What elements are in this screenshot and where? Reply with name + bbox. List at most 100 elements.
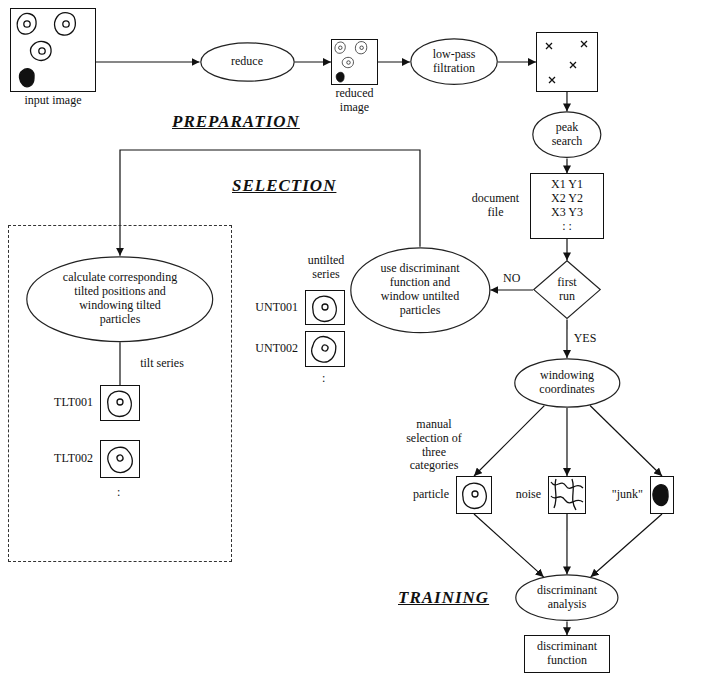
ellipse-shape <box>411 39 498 85</box>
process-ellipse: discriminant analysis <box>515 574 619 621</box>
flow-connector <box>566 320 567 358</box>
flow-connector <box>566 239 567 261</box>
particle-outline <box>55 13 76 35</box>
text-group: peak search <box>546 121 588 149</box>
process-ellipse: calculate corresponding tilted positions… <box>26 256 214 342</box>
section-heading: PREPARATION <box>172 112 300 132</box>
text-group: windowing coordinates <box>533 369 601 397</box>
noise-image <box>551 479 583 510</box>
box-caption: "junk" <box>612 488 643 502</box>
flow-connector <box>490 289 533 290</box>
continuation-mark: : <box>117 486 120 500</box>
process-ellipse: windowing coordinates <box>514 358 621 408</box>
particle-outline <box>313 296 337 321</box>
node-text: X3 Y3 <box>551 206 583 220</box>
image-box: UNT001 <box>305 290 345 325</box>
flow-connector <box>566 92 567 111</box>
flow-connector <box>591 514 662 577</box>
junk-blob <box>653 485 668 506</box>
text-group: use discriminant function and window unt… <box>374 262 466 317</box>
flow-connector <box>566 408 567 476</box>
node-text: windowing coordinates <box>533 369 601 397</box>
text-group: discriminant analysis <box>534 584 600 612</box>
image-box: "junk" <box>650 476 674 514</box>
process-ellipse: peak search <box>532 111 602 158</box>
continuation-mark: : <box>322 372 325 386</box>
note-label: manual selection of three categories <box>398 418 470 473</box>
node-text: discriminant analysis <box>534 584 600 612</box>
text-group: first run <box>552 276 582 304</box>
junk-blob <box>19 69 34 87</box>
flow-connector <box>378 61 410 62</box>
ellipse-shape <box>515 359 620 407</box>
peak-cross <box>570 62 576 68</box>
reduced-blobs <box>335 42 367 83</box>
box-caption: TLT002 <box>54 452 93 466</box>
particle-outline <box>31 42 52 61</box>
ellipse-shape <box>350 248 489 333</box>
node-text: use discriminant function and window unt… <box>374 262 466 317</box>
connectors <box>96 62 662 635</box>
image-box: reduced image <box>331 39 378 85</box>
micrograph-blobs <box>17 13 75 87</box>
edge-label: NO <box>501 272 522 286</box>
image-box: input image <box>10 8 96 92</box>
image-box <box>536 32 598 92</box>
flow-connector <box>474 514 544 577</box>
dashed-group: calculate corresponding tilted positions… <box>8 225 232 562</box>
ellipse-shape <box>200 43 293 81</box>
particle-outline <box>17 14 36 35</box>
box-caption: TLT001 <box>54 396 93 410</box>
particle-core <box>322 304 328 310</box>
flow-connector <box>566 159 567 174</box>
box-caption: input image <box>25 94 82 108</box>
particle-core <box>24 21 30 27</box>
ellipse-shape <box>27 257 213 342</box>
particle-image <box>463 483 487 508</box>
peak-cross <box>549 77 555 83</box>
process-ellipse: low-pass filtration <box>410 38 498 85</box>
flow-connector <box>566 622 567 636</box>
box-caption: noise <box>516 488 541 502</box>
box-caption: reduced image <box>330 87 380 115</box>
particle-image <box>313 296 337 321</box>
node-text: low-pass filtration <box>426 48 481 76</box>
flow-connector <box>119 342 120 385</box>
node-text: calculate corresponding tilted positions… <box>58 271 183 326</box>
particle-core <box>39 48 45 54</box>
data-box: X1 Y1X2 Y2X3 Y3: :document file <box>530 173 604 238</box>
text-group: calculate corresponding tilted positions… <box>58 271 183 326</box>
image-box: TLT001 <box>100 385 140 421</box>
node-text: reduce <box>231 55 263 69</box>
text-group: discriminant function <box>531 640 603 668</box>
section-heading: SELECTION <box>232 176 336 196</box>
edge-label: tilt series <box>138 357 186 371</box>
node-text: X2 Y2 <box>551 192 583 206</box>
series-label: untilted series <box>300 254 352 282</box>
text-group: low-pass filtration <box>426 48 481 76</box>
peak-cross <box>546 43 552 49</box>
flow-connector <box>566 514 567 574</box>
flow-connector <box>590 406 662 476</box>
node-text: discriminant function <box>531 640 603 668</box>
flow-connector <box>295 61 332 62</box>
particle-core <box>63 21 69 27</box>
node-text: peak search <box>546 121 588 149</box>
process-ellipse: use discriminant function and window unt… <box>350 247 491 333</box>
image-box: noise <box>548 476 586 514</box>
process-ellipse: reduce <box>200 42 295 82</box>
box-caption: particle <box>413 488 449 502</box>
flow-connector <box>120 150 420 256</box>
image-box: particle <box>456 476 492 514</box>
noise-squiggle <box>554 479 556 508</box>
flow-connector <box>474 406 544 476</box>
diamond-shape <box>534 261 600 319</box>
particle-image <box>308 333 340 366</box>
decision-diamond: first run <box>533 260 601 319</box>
image-box: UNT002 <box>305 331 345 367</box>
data-box: discriminant function <box>524 635 610 673</box>
text-group: X1 Y1X2 Y2X3 Y3: : <box>551 178 583 233</box>
ellipse-shape <box>516 575 618 621</box>
section-heading: TRAINING <box>398 588 489 608</box>
